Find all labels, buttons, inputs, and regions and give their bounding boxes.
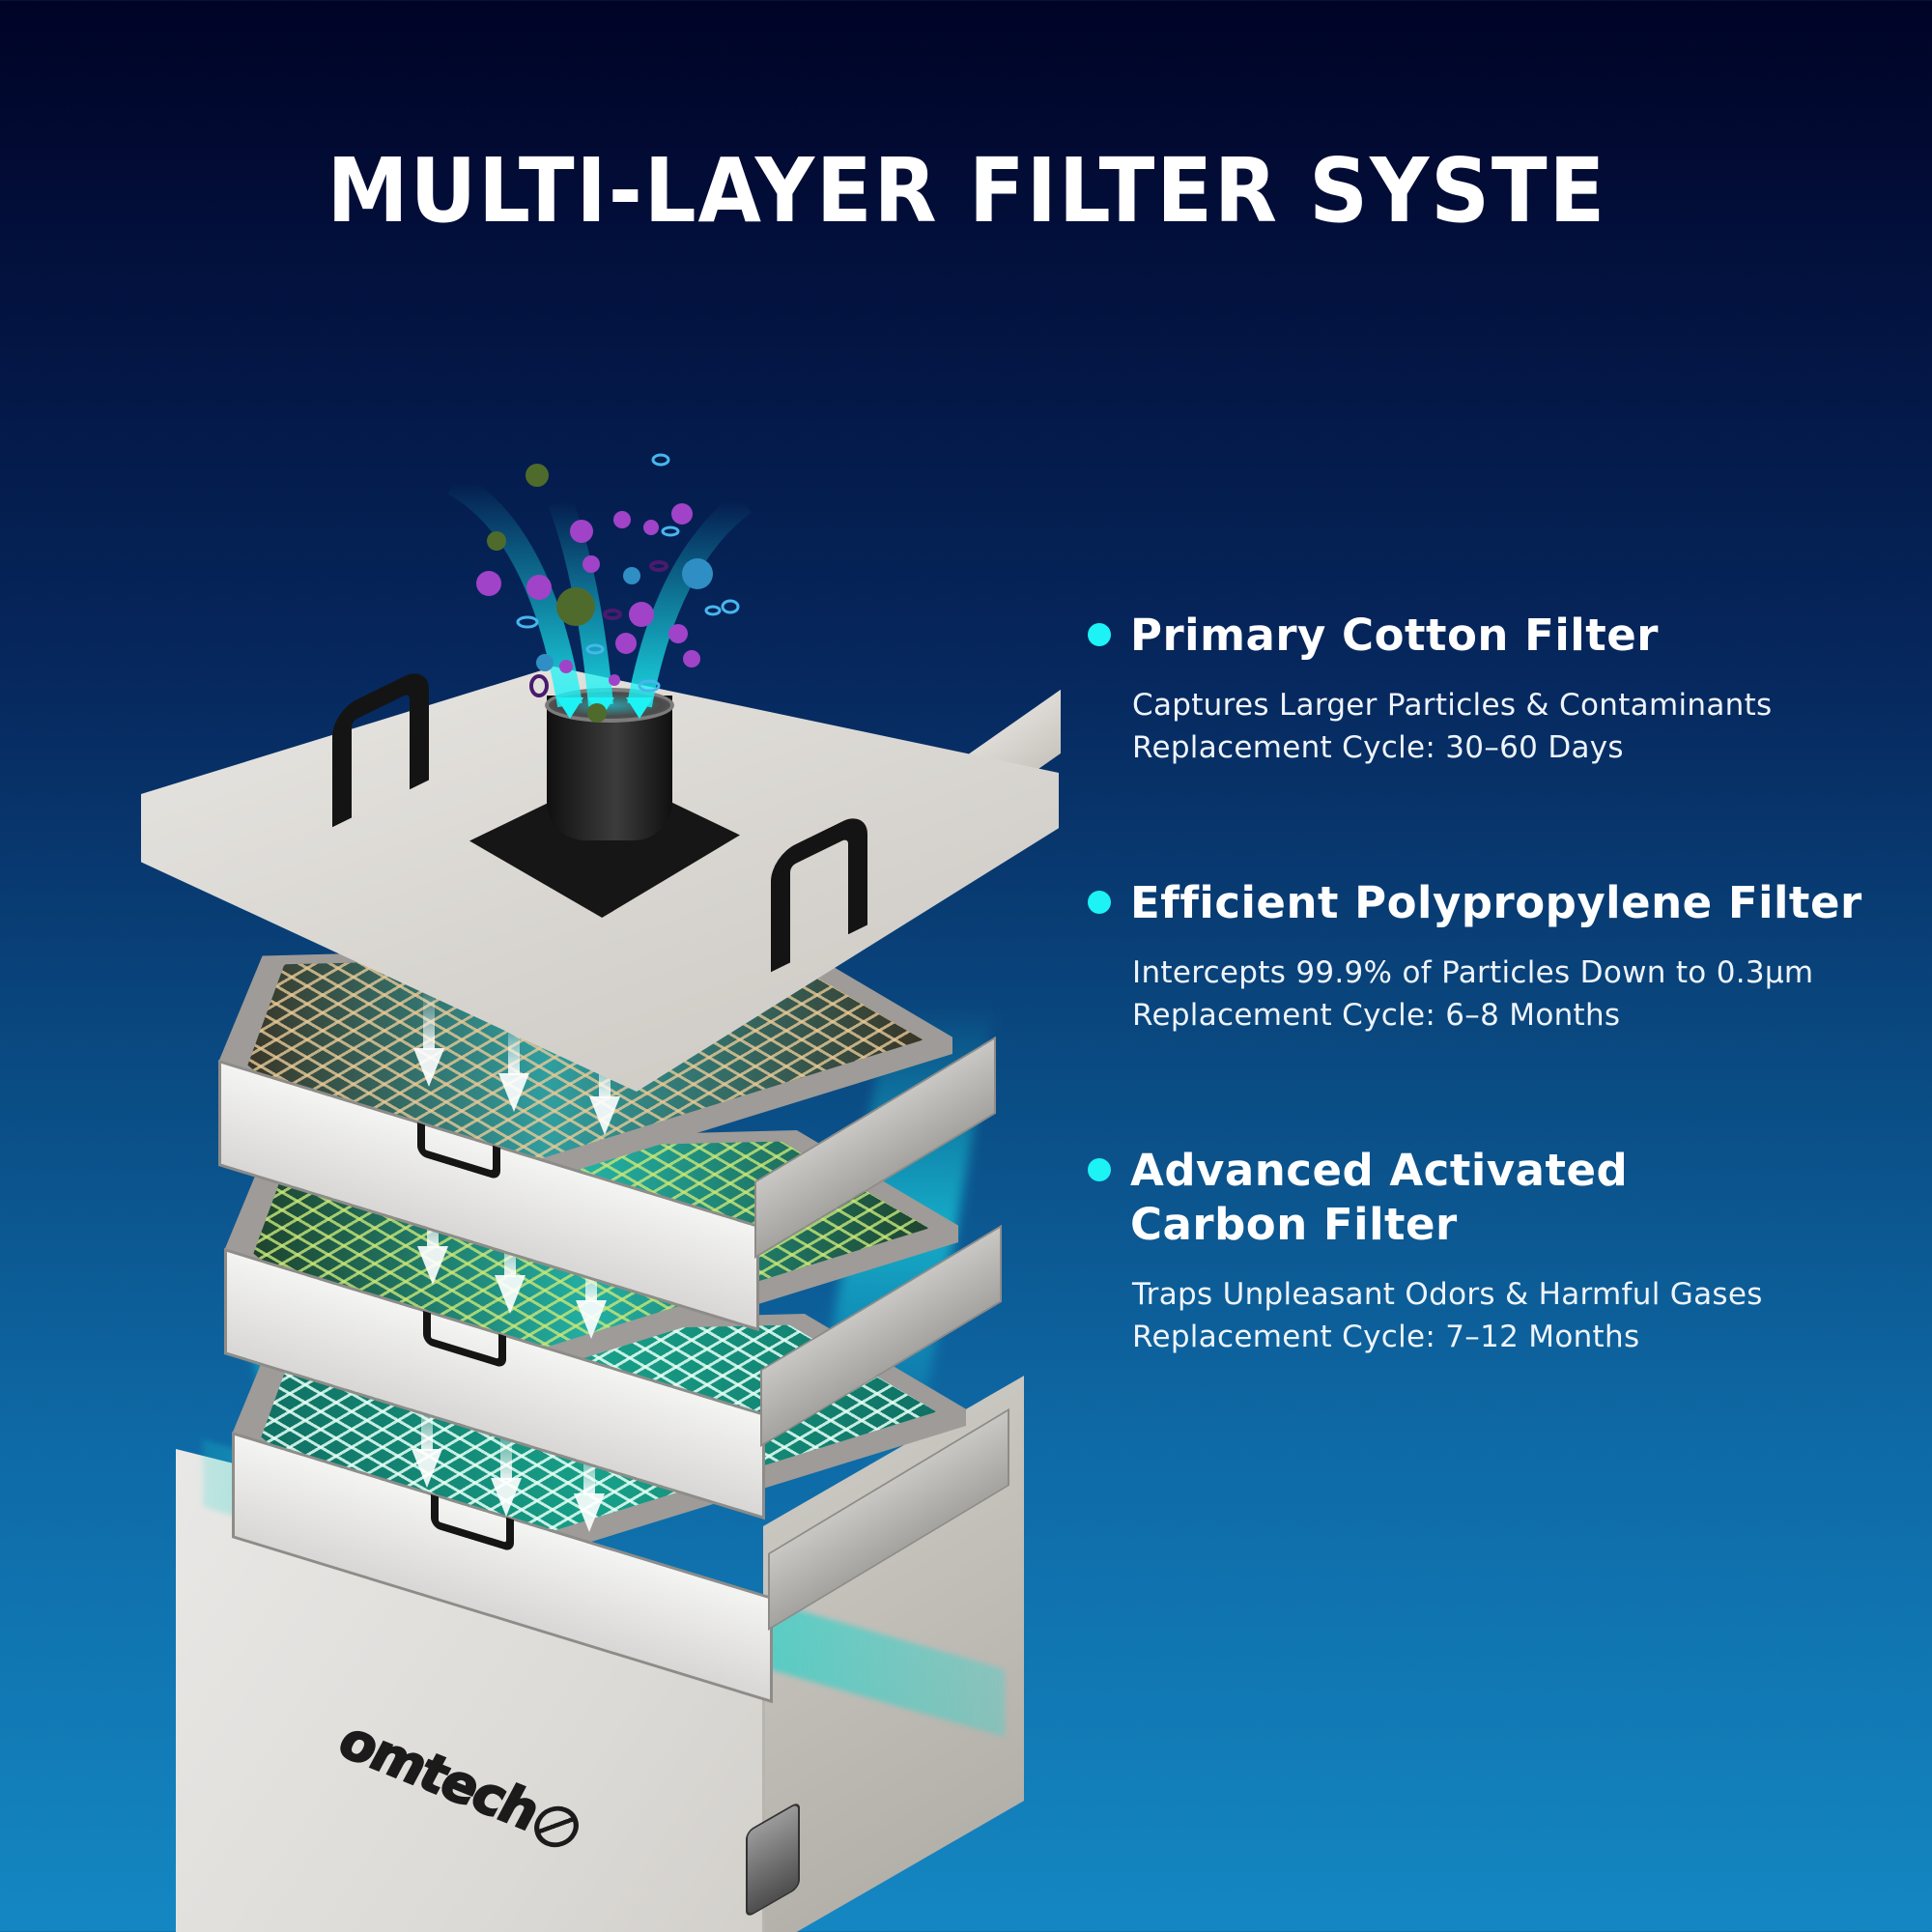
airflow-arrow-icon [498,1015,529,1112]
airflow-arrow-icon [491,1420,522,1517]
feature-advanced-activated-carbon-filter: Advanced Activated Carbon Filter Traps U… [1088,1144,1763,1358]
product-illustration: omtech [141,453,1061,1932]
airflow-arrows-icon [447,471,752,719]
feature-efficient-polypropylene-filter: Efficient Polypropylene Filter Intercept… [1088,876,1862,1037]
bullet-dot-icon [1088,1158,1111,1181]
feature-title: Efficient Polypropylene Filter [1130,877,1862,928]
feature-replacement-cycle: Replacement Cycle: 30–60 Days [1132,730,1624,765]
feature-title: Advanced Activated Carbon Filter [1130,1144,1628,1252]
bullet-dot-icon [1088,623,1111,646]
virus-blue-icon [536,558,713,671]
feature-description: Captures Larger Particles & Contaminants [1132,688,1773,723]
feature-replacement-cycle: Replacement Cycle: 6–8 Months [1132,998,1621,1033]
airflow-arrow-icon [576,1242,607,1339]
feature-description: Intercepts 99.9% of Particles Down to 0.… [1132,955,1814,990]
airflow-arrow-icon [574,1435,605,1532]
blood-cell-icon [516,453,740,693]
page-title: MULTI-LAYER FILTER SYSTE [327,139,1607,242]
virus-purple-icon [476,503,700,686]
feature-title-line-1: Advanced Activated [1130,1145,1629,1196]
feature-title: Primary Cotton Filter [1130,610,1659,661]
feature-title-line-2: Carbon Filter [1130,1199,1458,1250]
airflow-arrow-icon [412,1391,442,1488]
contaminant-particles [447,453,752,723]
blood-cell-purple-icon [529,560,668,697]
airflow-arrow-icon [417,1188,448,1285]
feature-replacement-cycle: Replacement Cycle: 7–12 Months [1132,1320,1640,1354]
feature-description: Traps Unpleasant Odors & Harmful Gases [1132,1277,1763,1312]
feature-primary-cotton-filter: Primary Cotton Filter Captures Larger Pa… [1088,609,1772,769]
airflow-arrow-icon [495,1217,526,1314]
airflow-arrow-icon [589,1038,620,1135]
bullet-dot-icon [1088,891,1111,914]
airflow-arrow-icon [413,990,444,1087]
virus-green-icon [487,464,607,723]
